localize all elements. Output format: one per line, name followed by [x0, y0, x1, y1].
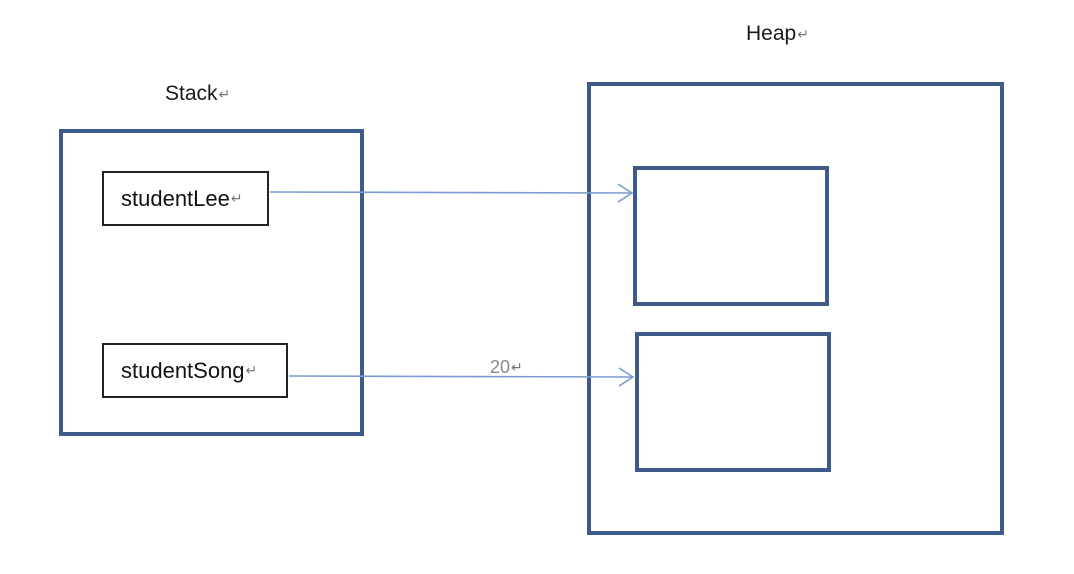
heap-object-2	[635, 332, 831, 472]
variable-name: studentLee	[121, 185, 230, 211]
stack-container	[59, 129, 364, 436]
variable-name: studentSong	[121, 357, 245, 383]
variable-paragraph-mark: ↵	[245, 362, 258, 378]
stack-variable-studentSong: studentSong↵	[102, 343, 288, 398]
heap-container	[587, 82, 1004, 535]
edge-label-paragraph-mark: ↵	[511, 359, 523, 375]
arrowhead-icon	[617, 183, 634, 203]
heap-object-1	[633, 166, 829, 306]
edge-label-text: 20	[490, 357, 511, 377]
variable-paragraph-mark: ↵	[230, 190, 243, 206]
stack-title-paragraph-mark: ↵	[218, 86, 231, 102]
arrowhead-icon	[618, 367, 635, 387]
heap-title-text: Heap	[746, 22, 797, 45]
stack-title-text: Stack	[165, 82, 218, 105]
heap-title: Heap↵	[746, 22, 809, 46]
arrow-studentSong-to-heap-object-2	[288, 367, 635, 387]
heap-title-paragraph-mark: ↵	[797, 26, 809, 42]
stack-title: Stack↵	[165, 82, 230, 106]
edge-label-studentSong: 20↵	[490, 357, 523, 378]
arrow-studentLee-to-heap-object-1	[269, 183, 634, 203]
stack-variable-studentLee: studentLee↵	[102, 171, 269, 226]
